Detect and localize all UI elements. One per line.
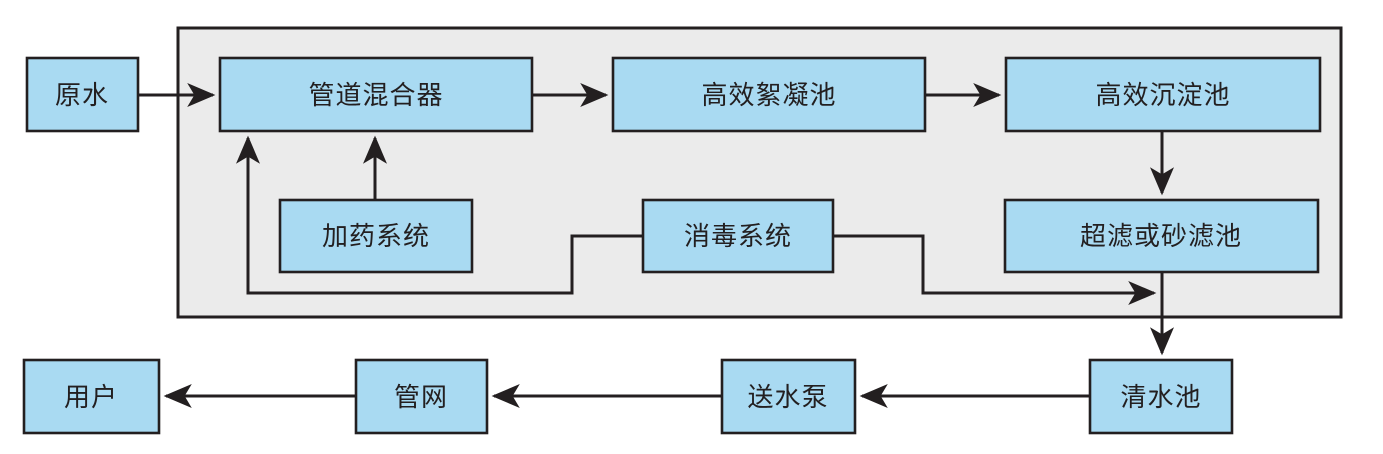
node-flocculation-tank-box <box>611 56 927 133</box>
node-clear-water-tank-box <box>1088 358 1234 435</box>
node-pipe-network-label: 管网 <box>394 382 448 412</box>
node-pipe-network-box <box>354 358 489 435</box>
node-disinfection-system-box <box>641 198 835 274</box>
node-dosing-system-box <box>278 198 474 274</box>
node-filter-tank: 超滤或砂滤池 <box>1003 198 1320 274</box>
node-raw-water-box <box>25 56 140 133</box>
node-water-pump: 送水泵 <box>720 358 857 435</box>
node-sedimentation-tank-label: 高效沉淀池 <box>1095 80 1230 110</box>
node-clear-water-tank-label: 清水池 <box>1120 382 1201 412</box>
node-pipe-mixer: 管道混合器 <box>218 56 534 133</box>
node-filter-tank-box <box>1003 198 1320 274</box>
node-pipe-network: 管网 <box>354 358 489 435</box>
node-sedimentation-tank: 高效沉淀池 <box>1004 56 1322 133</box>
node-dosing-system-label: 加药系统 <box>322 221 430 251</box>
node-dosing-system: 加药系统 <box>278 198 474 274</box>
node-water-pump-label: 送水泵 <box>747 382 828 412</box>
node-flocculation-tank: 高效絮凝池 <box>611 56 927 133</box>
node-water-pump-box <box>720 358 857 435</box>
node-filter-tank-label: 超滤或砂滤池 <box>1080 221 1242 251</box>
node-raw-water-label: 原水 <box>55 80 109 110</box>
node-user-box <box>22 358 161 435</box>
node-pipe-mixer-label: 管道混合器 <box>308 80 443 110</box>
node-clear-water-tank: 清水池 <box>1088 358 1234 435</box>
node-disinfection-system: 消毒系统 <box>641 198 835 274</box>
node-disinfection-system-label: 消毒系统 <box>684 221 792 251</box>
node-raw-water: 原水 <box>25 56 140 133</box>
node-user: 用户 <box>22 358 161 435</box>
node-flocculation-tank-label: 高效絮凝池 <box>701 80 836 110</box>
node-sedimentation-tank-box <box>1004 56 1322 133</box>
edge-disinfection-to-pipe-mixer <box>236 135 643 295</box>
node-user-label: 用户 <box>64 382 118 412</box>
node-pipe-mixer-box <box>218 56 534 133</box>
edge-disinfection-to-filter-outlet <box>833 234 1157 305</box>
